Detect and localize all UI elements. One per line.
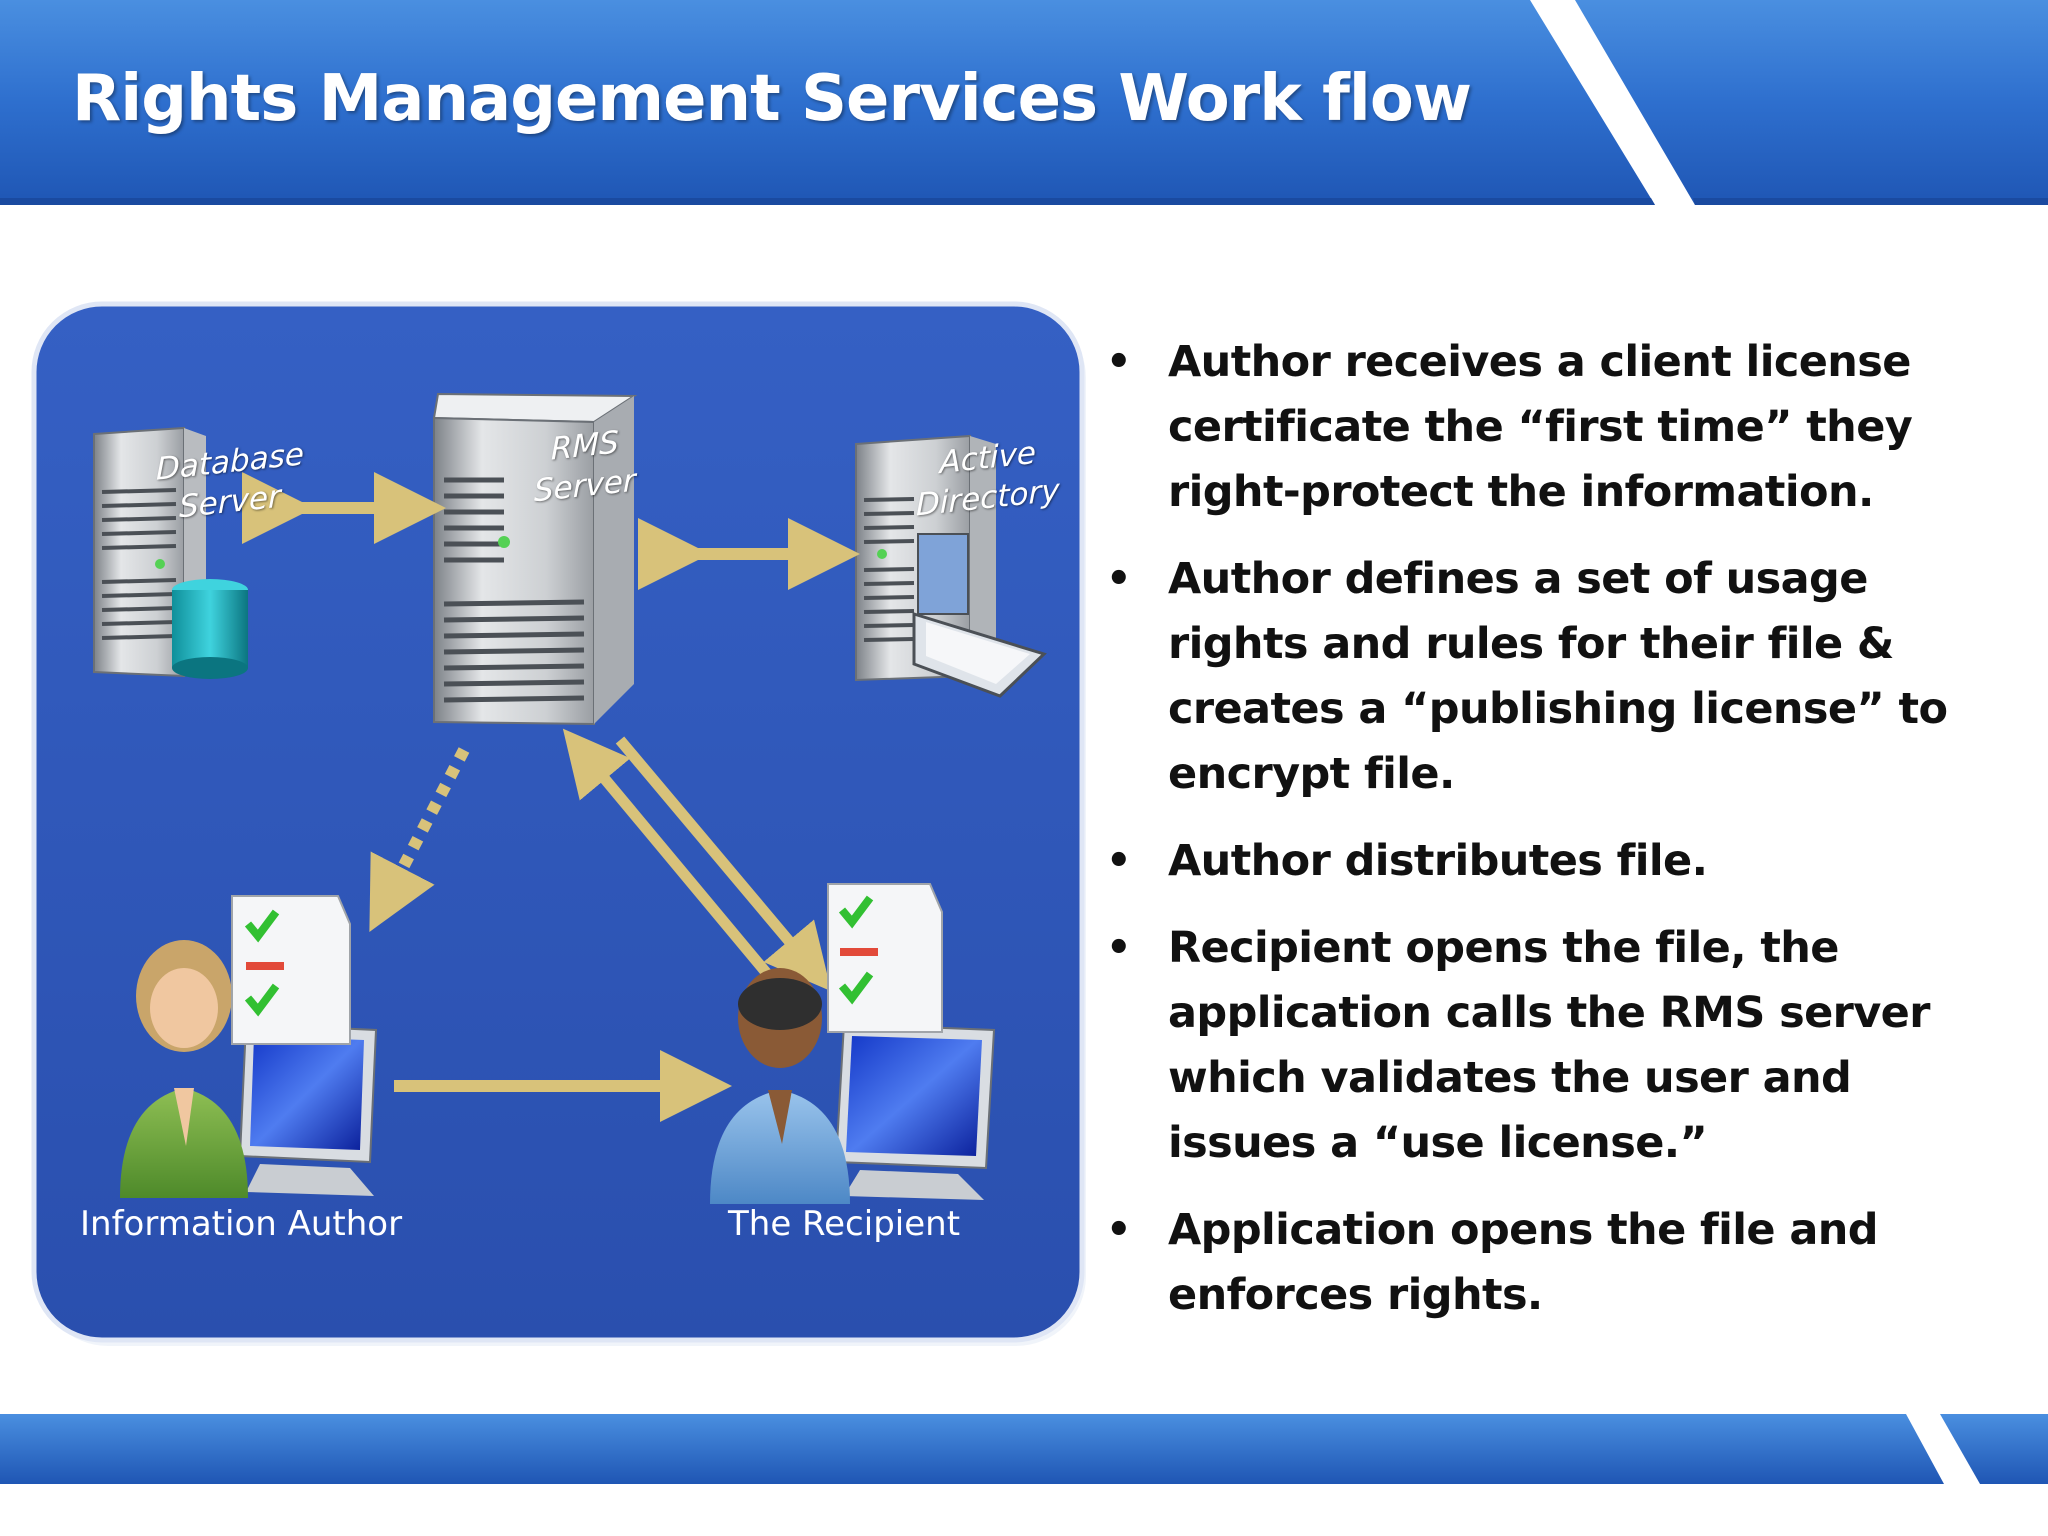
information-author-icon <box>120 940 378 1198</box>
list-item: • Author receives a client license certif… <box>1100 330 2010 525</box>
bullet-icon: • <box>1106 556 1132 602</box>
the-recipient-label: The Recipient <box>728 1204 961 1244</box>
footer-band <box>0 1414 2048 1484</box>
bullet-icon: • <box>1106 925 1132 971</box>
arrow-rms-author-dotted <box>369 747 470 932</box>
arrow-rms-recipient <box>615 736 832 992</box>
list-item: • Recipient opens the file, the applicati… <box>1100 916 2010 1176</box>
workflow-steps-list: • Author receives a client license certif… <box>1100 330 2010 1350</box>
list-item: • Author distributes file. <box>1100 829 2010 894</box>
list-item-text: Author receives a client license certifi… <box>1168 337 1913 517</box>
header-banner <box>0 0 2048 205</box>
author-document-icon <box>231 895 351 1045</box>
bullet-icon: • <box>1106 339 1132 385</box>
active-directory-label: Active Directory <box>916 430 1060 525</box>
diagram-canvas <box>31 301 1086 1346</box>
list-item: • Author defines a set of usage rights an… <box>1100 547 2010 807</box>
recipient-icon <box>710 968 996 1204</box>
rms-server-icon <box>432 392 638 726</box>
database-server-icon <box>93 426 248 679</box>
database-server-label: Database Server <box>156 434 304 530</box>
workflow-diagram: Database Server RMS Server Active Direct… <box>31 301 1090 1350</box>
bullet-icon: • <box>1106 1207 1132 1253</box>
slide-title: Rights Management Services Work flow <box>72 62 1472 136</box>
list-item-text: Application opens the file and enforces … <box>1168 1205 1879 1320</box>
list-item-text: Author distributes file. <box>1168 836 1708 886</box>
list-item-text: Author defines a set of usage rights and… <box>1168 554 1948 799</box>
information-author-label: Information Author <box>80 1204 403 1244</box>
active-directory-icon <box>855 434 1047 698</box>
arrow-recipient-rms <box>562 728 779 986</box>
rms-server-label: RMS Server <box>534 421 636 512</box>
list-item-text: Recipient opens the file, the applicatio… <box>1168 923 1930 1168</box>
bullet-icon: • <box>1106 838 1132 884</box>
recipient-document-icon <box>827 883 943 1033</box>
list-item: • Application opens the file and enforces… <box>1100 1198 2010 1328</box>
